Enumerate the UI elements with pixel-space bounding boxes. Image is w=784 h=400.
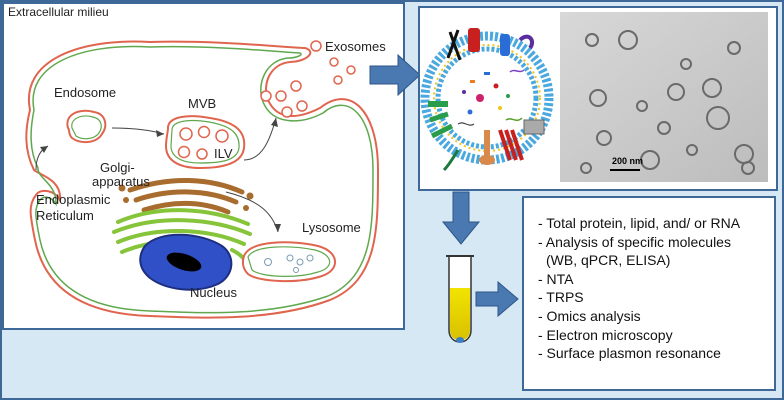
method-item: - Analysis of specific molecules (538, 233, 731, 250)
endosome (66, 109, 107, 144)
micrograph-vesicles (580, 30, 755, 175)
exosome-panel: 200 nm (418, 6, 778, 191)
lysosome-label: Lysosome (302, 220, 361, 235)
arrow-to-tube (441, 191, 481, 245)
analysis-methods-list: - Total protein, lipid, and/ or RNA - An… (538, 214, 774, 363)
exosomes-label: Exosomes (325, 39, 386, 54)
panel-title: Extracellular milieu (8, 5, 109, 19)
method-item: - Omics analysis (538, 307, 641, 324)
method-item: - Surface plasmon resonance (538, 345, 721, 362)
scale-bar-label: 200 nm (612, 156, 643, 166)
cell-membrane (25, 40, 380, 319)
lysosome (241, 241, 336, 283)
ilv-label: ILV (214, 146, 233, 161)
exosome-illustration (420, 28, 554, 172)
mvb-label: MVB (188, 96, 216, 111)
arrowhead (40, 146, 48, 153)
pocket-exosomes (260, 40, 356, 118)
golgi-label-line1: Golgi- (100, 160, 135, 175)
cell-panel: Extracellular milieu Endosome MVB (2, 2, 405, 330)
method-item: - TRPS (538, 289, 584, 306)
er-label-line2: Reticulum (36, 208, 94, 223)
tem-micrograph: 200 nm (560, 12, 768, 182)
method-item: - Electron microscopy (538, 326, 673, 343)
golgi-label-line2: apparatus (92, 174, 150, 189)
endosome-label: Endosome (54, 85, 116, 100)
analysis-methods-box: - Total protein, lipid, and/ or RNA - An… (522, 196, 776, 391)
mvb (164, 115, 246, 170)
arrow-to-methods (475, 280, 519, 318)
method-item: - Total protein, lipid, and/ or RNA (538, 215, 741, 231)
arrowhead (274, 224, 281, 232)
method-item: (WB, qPCR, ELISA) (546, 252, 671, 269)
sample-tube (446, 255, 474, 343)
method-item: - NTA (538, 270, 574, 287)
arrow-to-exosome-panel (369, 53, 421, 97)
nucleus (139, 233, 233, 291)
golgi-apparatus (118, 177, 254, 215)
arrowhead (271, 118, 278, 127)
nucleus-label: Nucleus (190, 285, 237, 300)
er-label-line1: Endoplasmic (36, 192, 111, 207)
arrowhead (156, 130, 164, 137)
